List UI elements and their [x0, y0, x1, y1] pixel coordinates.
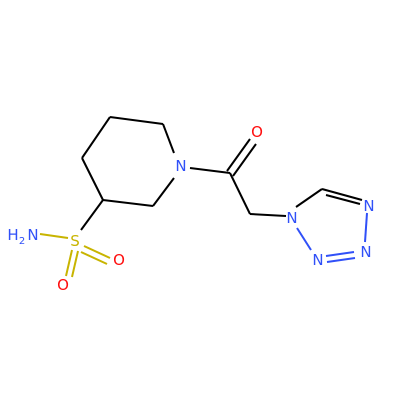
atom-n-tetrazole-1: N: [286, 209, 297, 227]
atom-amine-h: H: [7, 226, 18, 244]
tetrazole-ring: [295, 188, 368, 263]
bond-c5-n1: [152, 177, 175, 207]
atom-n-tetrazole-3: N: [360, 243, 371, 261]
atom-n-piperidine: N: [175, 157, 186, 175]
bond-ntet3-ntet2-b: [326, 257, 356, 263]
bond-carbonyl-double-a: [226, 138, 251, 172]
bond-s-o2-b: [71, 250, 79, 278]
bond-ntet1-c: [295, 188, 323, 208]
bond-c0-c5: [102, 199, 154, 207]
atom-o-sulfonyl-1: O: [113, 251, 125, 269]
bond-c-ntet4-b: [325, 194, 361, 205]
atom-n-tetrazole-4: N: [363, 197, 374, 215]
bond-ntet4-ntet3: [364, 212, 368, 243]
atom-o-sulfonyl-2: O: [57, 276, 69, 294]
bond-carbonyl-ch2: [229, 172, 251, 215]
atom-n-tetrazole-2: N: [312, 251, 323, 269]
bond-carbonyl-double-b: [232, 143, 257, 177]
bond-c-ntet4-a: [321, 188, 363, 201]
atom-s-sulfonamide: S: [70, 232, 80, 250]
bond-s-o1-b: [80, 251, 108, 265]
bond-ntet3-ntet2-a: [325, 251, 355, 257]
sulfonamide-group: [39, 199, 111, 278]
acyl-group: [189, 138, 287, 217]
bond-s-o1-a: [83, 245, 111, 259]
atom-o-carbonyl: O: [251, 123, 263, 141]
bond-s-o2-a: [65, 249, 73, 277]
bond-ch2-ntet: [249, 213, 287, 217]
bond-c0-s: [80, 199, 104, 231]
atom-amine-n: N: [27, 226, 38, 244]
bond-n1-ccarbonyl: [189, 167, 231, 174]
bond-c2-c3: [109, 116, 164, 125]
bond-s-n: [39, 233, 69, 239]
bond-c1-c2: [81, 116, 111, 159]
atom-amine-subscript: 2: [19, 236, 25, 247]
piperidine-ring: [81, 116, 175, 207]
bond-c3-n1: [162, 123, 175, 154]
bond-ntet2-ntet1: [296, 227, 312, 251]
atom-labels: N O N N N N S O O H 2 N: [7, 123, 374, 294]
bond-c0-c1: [81, 157, 104, 201]
